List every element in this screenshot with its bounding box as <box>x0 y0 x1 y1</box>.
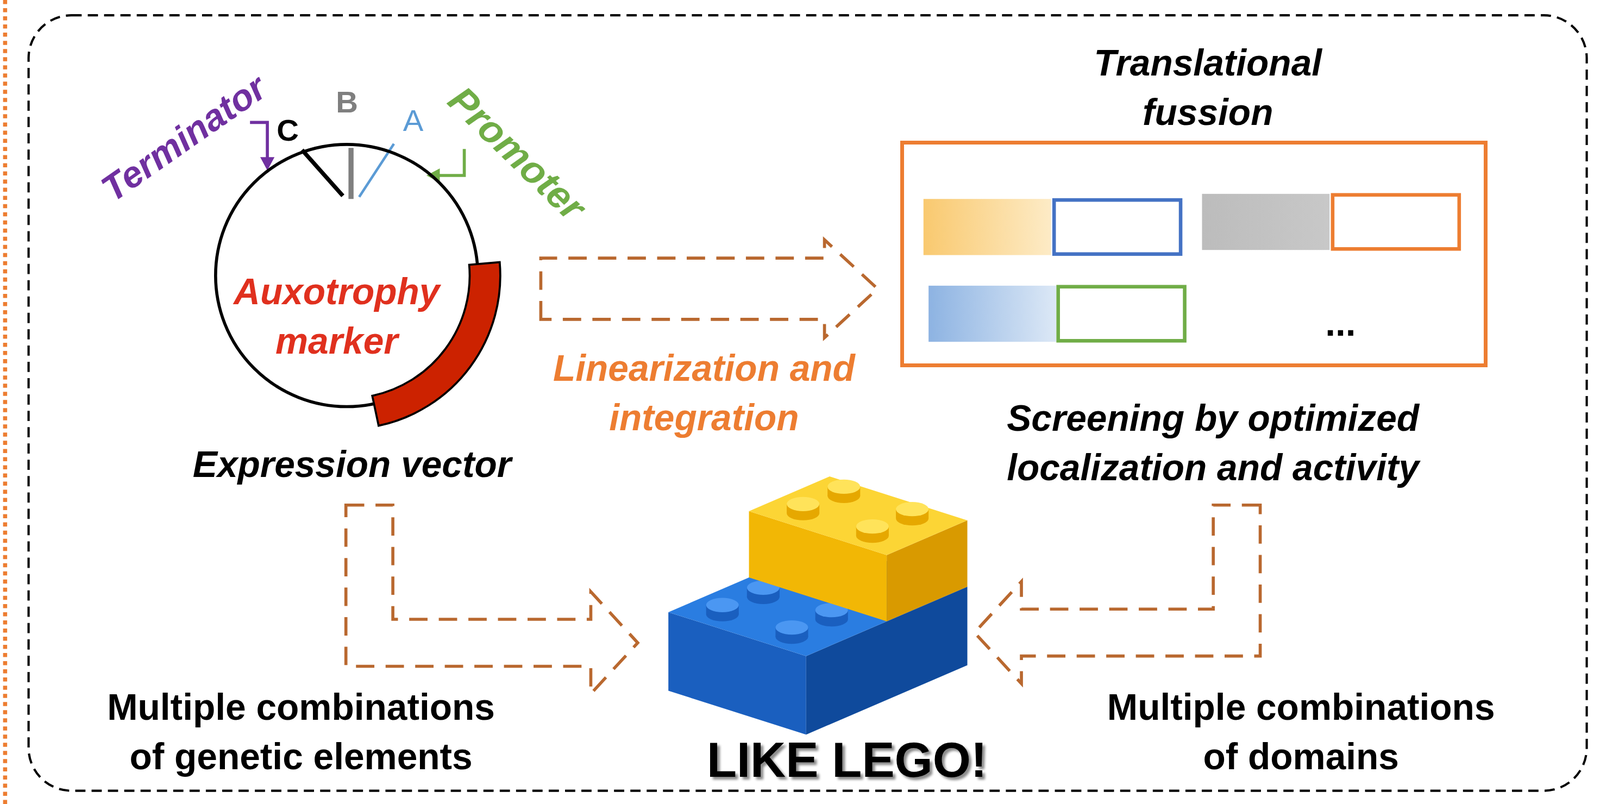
brick-stud <box>706 598 739 613</box>
site-letter: B <box>335 81 359 123</box>
brick-stud <box>786 497 820 512</box>
vector-caption: Expression vector <box>192 439 512 489</box>
figure-caption: LIKE LEGO! <box>706 735 988 785</box>
panel-heading: Translational fussion <box>1055 38 1361 138</box>
promoter-pointer <box>438 148 465 176</box>
edge-label: Multiple combinations of genetic element… <box>89 681 513 782</box>
fusion-panel: Translational fussion...Screening by opt… <box>900 140 1489 368</box>
domain-bar <box>928 285 1057 342</box>
brick-stud <box>827 479 861 494</box>
site-tick <box>348 147 354 199</box>
brick-stud <box>775 620 808 635</box>
domain-bar <box>1332 195 1460 250</box>
site-tick <box>302 149 343 197</box>
site-letter: C <box>276 109 299 152</box>
brick-stud <box>856 519 889 534</box>
domain-bar <box>923 198 1052 255</box>
side-rule <box>3 0 8 804</box>
block-arrow <box>346 505 638 694</box>
lego-bricks <box>668 476 968 735</box>
dashed-frame <box>28 15 1587 791</box>
ellipsis-mark: ... <box>1325 298 1356 348</box>
edge-label: Linearization and integration <box>510 343 899 443</box>
site-letter: A <box>403 99 424 142</box>
terminator-pointer <box>249 122 268 160</box>
terminator-label: Terminator <box>91 63 276 213</box>
promoter-label: Promoter <box>437 74 598 232</box>
lego-figure: LIKE LEGO! <box>663 474 970 737</box>
block-arrow <box>974 505 1261 685</box>
marker-label: Auxotrophy marker <box>219 266 455 367</box>
plasmid-circle: Auxotrophy markerExpression vector <box>214 142 480 409</box>
domain-bar <box>1058 286 1185 342</box>
domain-bar <box>1202 193 1330 250</box>
block-arrow <box>540 239 878 338</box>
domain-bar <box>1053 199 1181 255</box>
brick-face <box>749 476 968 556</box>
brick-stud <box>895 502 929 517</box>
edge-label: Multiple combinations of domains <box>1089 681 1513 782</box>
panel-caption: Screening by optimized localization and … <box>988 392 1438 493</box>
